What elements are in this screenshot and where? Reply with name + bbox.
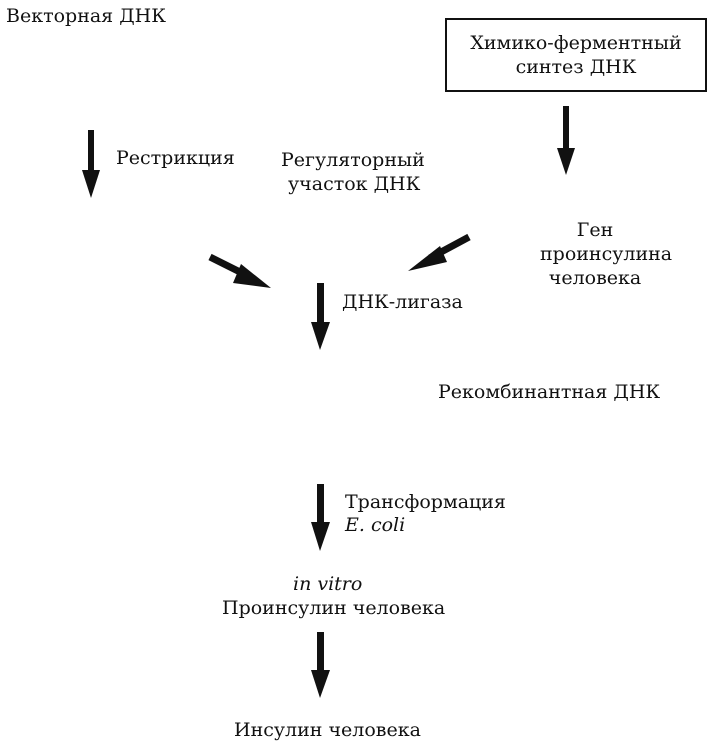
arrow-down-restriction [82,130,100,198]
regulatory-line-1: Регуляторный [281,149,425,171]
arrow-down-insulin [311,632,330,698]
chem-synthesis-box: Химико-ферментный синтез ДНК [445,18,707,92]
gene-line-3: человека [548,267,642,289]
insulin-label: Инсулин человека [234,719,421,741]
arrow-diagonal-right [408,233,471,271]
in-vitro-label: in vitro [293,573,363,595]
chem-synthesis-line-1: Химико-ферментный [470,32,682,54]
ligase-label: ДНК-лигаза [342,291,463,313]
arrow-down-gene [557,106,575,175]
vector-dna-label: Векторная ДНК [6,5,166,27]
regulatory-line-2: участок ДНК [288,173,421,195]
proinsulin-label: Проинсулин человека [222,597,446,619]
ecoli-label: E. coli [345,514,406,536]
chem-synthesis-line-2: синтез ДНК [515,56,637,78]
arrow-down-transformation [311,484,330,551]
recombinant-dna-label: Рекомбинантная ДНК [438,381,661,403]
transformation-label: Трансформация [345,491,506,513]
arrow-down-ligase [311,283,330,350]
restriction-label: Рестрикция [116,147,235,169]
gene-line-1: Ген [576,219,614,241]
arrow-diagonal-left [208,253,271,288]
gene-line-2: проинсулина [540,243,673,265]
